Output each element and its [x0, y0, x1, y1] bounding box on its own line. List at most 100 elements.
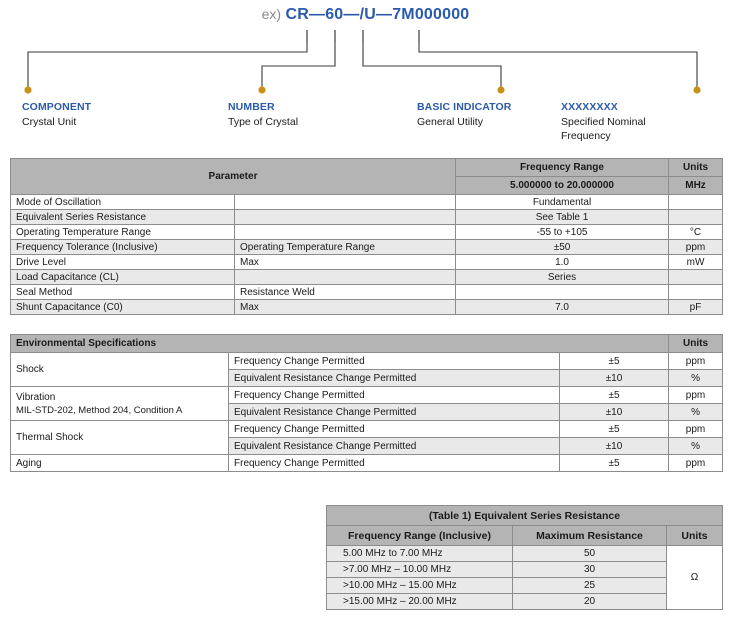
- callout-marker-dot: [497, 86, 505, 94]
- env-group-name: Aging: [10, 454, 229, 472]
- parameters-table: Parameter Frequency Range Units 5.000000…: [9, 158, 724, 315]
- env-units: ppm: [668, 352, 724, 370]
- param-name: Equivalent Series Resistance: [10, 209, 235, 225]
- callout-number: NUMBER Type of Crystal: [228, 100, 418, 130]
- leader-lines: [24, 30, 701, 94]
- table-row: Operating Temperature Range -55 to +105 …: [10, 224, 724, 240]
- callout-title: BASIC INDICATOR: [417, 101, 512, 113]
- param-units: pF: [668, 299, 724, 315]
- param-value: [455, 284, 670, 300]
- header-units: Units: [668, 158, 724, 177]
- callout-title: NUMBER: [228, 101, 275, 113]
- param-condition: Max: [233, 254, 457, 270]
- table-row: Equivalent Series Resistance See Table 1: [10, 209, 724, 225]
- callout-title: COMPONENT: [22, 101, 92, 113]
- env-value: ±5: [558, 420, 670, 438]
- table-row: Shunt Capacitance (C0) Max 7.0 pF: [10, 299, 724, 315]
- header-max-resistance: Maximum Resistance: [512, 525, 667, 546]
- table-row: Load Capacitance (CL) Series: [10, 269, 724, 285]
- param-value: ±50: [455, 239, 670, 255]
- header-environmental-title: Environmental Specifications: [9, 334, 670, 353]
- env-group-name: Thermal Shock: [10, 420, 229, 455]
- env-test-name: Equivalent Resistance Change Permitted: [228, 403, 560, 421]
- env-group-vibration: Vibration MIL-STD-202, Method 204, Condi…: [10, 386, 229, 421]
- table-row: Equivalent Resistance Change Permitted ±…: [11, 403, 724, 421]
- table-row: Mode of Oscillation Fundamental: [10, 194, 724, 210]
- callout-component: COMPONENT Crystal Unit: [22, 100, 212, 130]
- table-subheader-row: Frequency Range (Inclusive) Maximum Resi…: [326, 525, 723, 546]
- param-value: 1.0: [455, 254, 670, 270]
- env-test-name: Frequency Change Permitted: [228, 386, 560, 404]
- header-frequency-range: Frequency Range (Inclusive): [326, 525, 513, 546]
- table-row: Aging Frequency Change Permitted ±5 ppm: [10, 454, 724, 472]
- header-frequency-value: 5.000000 to 20.000000: [455, 176, 670, 195]
- callout-marker-dot: [24, 86, 32, 94]
- table-row: Thermal Shock Frequency Change Permitted…: [10, 420, 724, 455]
- param-units: °C: [668, 224, 724, 240]
- callout-marker-dot: [693, 86, 701, 94]
- callout-description: General Utility: [417, 116, 483, 128]
- part-number-diagram: ex) CR—60—/U—7M000000 COMPONENT Crystal …: [0, 0, 731, 150]
- table-row: Frequency Tolerance (Inclusive) Operatin…: [10, 239, 724, 255]
- param-name: Shunt Capacitance (C0): [10, 299, 235, 315]
- table-header-row: Environmental Specifications Units: [9, 334, 724, 353]
- param-value: Fundamental: [455, 194, 670, 210]
- esr-resistance: 20: [512, 593, 667, 610]
- callout-nominal-frequency: XXXXXXXX Specified Nominal Frequency: [561, 100, 671, 143]
- param-condition: [233, 209, 457, 225]
- table-row: >10.00 MHz – 15.00 MHz 25: [326, 577, 723, 594]
- param-condition: Resistance Weld: [233, 284, 457, 300]
- part-number-text: CR—60—/U—7M000000: [285, 6, 470, 23]
- env-units: %: [668, 403, 724, 421]
- callout-title: XXXXXXXX: [561, 101, 618, 113]
- param-condition: [233, 269, 457, 285]
- param-name: Frequency Tolerance (Inclusive): [10, 239, 235, 255]
- env-units: %: [668, 437, 724, 455]
- env-test-name: Frequency Change Permitted: [228, 454, 560, 472]
- env-value: ±5: [558, 386, 670, 404]
- table-subheader-row: 5.000000 to 20.000000 MHz: [11, 176, 724, 195]
- env-group-name: Shock: [10, 352, 229, 387]
- environmental-specifications-table: Environmental Specifications Units Shock…: [9, 334, 724, 472]
- header-frequency-range: Frequency Range: [455, 158, 670, 177]
- env-test-name: Equivalent Resistance Change Permitted: [228, 437, 560, 455]
- table-row: Equivalent Resistance Change Permitted ±…: [11, 437, 724, 455]
- table-row: Drive Level Max 1.0 mW: [10, 254, 724, 270]
- callout-description: Crystal Unit: [22, 116, 77, 128]
- param-name: Operating Temperature Range: [10, 224, 235, 240]
- param-name: Mode of Oscillation: [10, 194, 235, 210]
- env-units: ppm: [668, 386, 724, 404]
- header-units-value: MHz: [668, 176, 724, 195]
- env-value: ±10: [558, 437, 670, 455]
- table-row: >15.00 MHz – 20.00 MHz 20: [326, 593, 723, 610]
- esr-units: Ω: [666, 545, 723, 610]
- param-condition: Operating Temperature Range: [233, 239, 457, 255]
- callout-marker-dot: [258, 86, 266, 94]
- esr-range: >7.00 MHz – 10.00 MHz: [326, 561, 513, 578]
- param-value: -55 to +105: [455, 224, 670, 240]
- env-test-name: Frequency Change Permitted: [228, 420, 560, 438]
- param-units: mW: [668, 254, 724, 270]
- table-header-row: Parameter Frequency Range Units: [9, 158, 724, 195]
- part-number-line: ex) CR—60—/U—7M000000: [0, 6, 731, 24]
- param-units: [668, 269, 724, 285]
- param-name: Drive Level: [10, 254, 235, 270]
- callout-description: Specified Nominal Frequency: [561, 116, 646, 142]
- param-units: [668, 194, 724, 210]
- param-name: Load Capacitance (CL): [10, 269, 235, 285]
- callout-basic-indicator: BASIC INDICATOR General Utility: [417, 100, 607, 130]
- env-value: ±5: [558, 352, 670, 370]
- env-test-name: Frequency Change Permitted: [228, 352, 560, 370]
- param-units: [668, 209, 724, 225]
- env-group-note: MIL-STD-202, Method 204, Condition A: [16, 404, 183, 416]
- table-row: Seal Method Resistance Weld: [10, 284, 724, 300]
- esr-resistance: 30: [512, 561, 667, 578]
- table-row: Vibration MIL-STD-202, Method 204, Condi…: [10, 386, 724, 421]
- esr-resistance: 25: [512, 577, 667, 594]
- header-units: Units: [668, 334, 724, 353]
- esr-resistance: 50: [512, 545, 667, 562]
- header-parameter: Parameter: [9, 158, 457, 195]
- esr-range: 5.00 MHz to 7.00 MHz: [326, 545, 513, 562]
- esr-table: (Table 1) Equivalent Series Resistance F…: [326, 505, 723, 610]
- param-value: 7.0: [455, 299, 670, 315]
